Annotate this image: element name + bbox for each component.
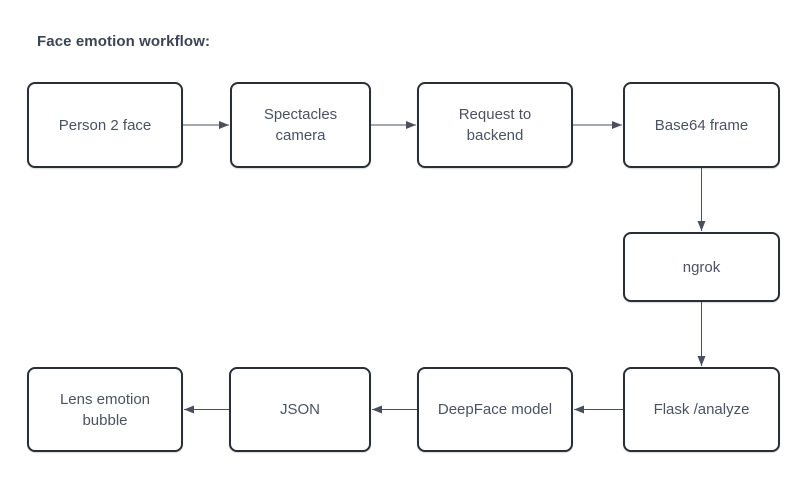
diagram-title: Face emotion workflow: (37, 33, 211, 50)
node-json: JSON (229, 367, 371, 452)
node-flask-analyze: Flask /analyze (623, 367, 780, 452)
node-request-to-backend: Request to backend (417, 82, 573, 168)
node-base64-frame: Base64 frame (623, 82, 780, 168)
node-spectacles-camera: Spectacles camera (230, 82, 371, 168)
node-deepface-model: DeepFace model (417, 367, 573, 452)
node-lens-emotion-bubble: Lens emotion bubble (27, 367, 183, 452)
node-person-2-face: Person 2 face (27, 82, 183, 168)
node-ngrok: ngrok (623, 232, 780, 302)
